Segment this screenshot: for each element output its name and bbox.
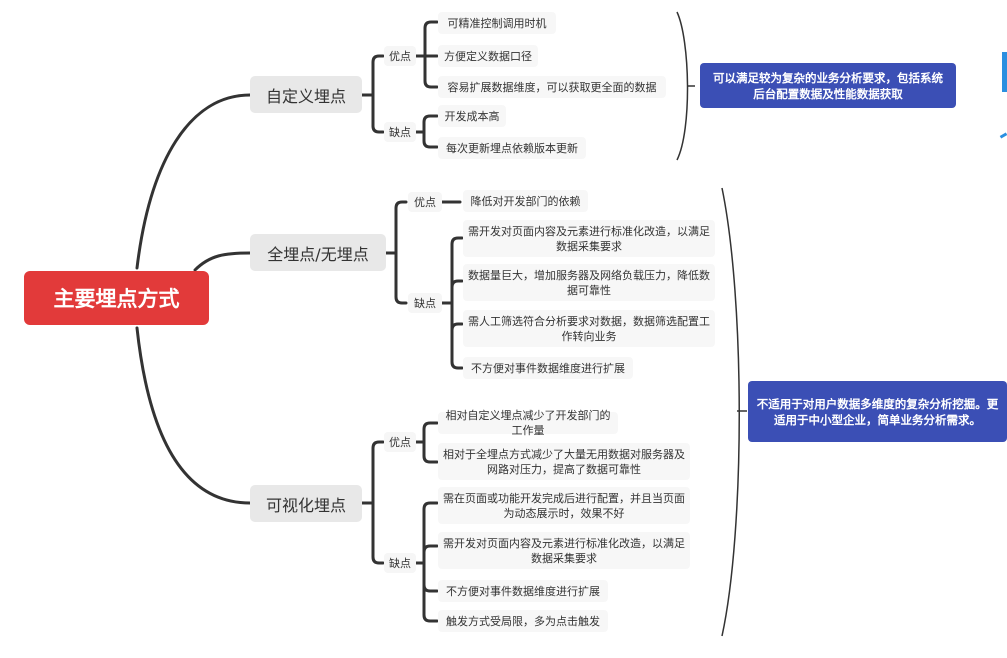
leaf-text: 降低对开发部门的依赖 (470, 194, 581, 208)
leaf-text: 触发方式受局限，多为点击触发 (446, 614, 600, 628)
tag-pros[interactable]: 优点 (384, 46, 416, 66)
tag-pros[interactable]: 优点 (408, 192, 442, 212)
list-item[interactable]: 不方便对事件数据维度进行扩展 (438, 580, 608, 602)
list-item[interactable]: 相对于全埋点方式减少了大量无用数据对服务器及网路对压力，提高了数据可靠性 (438, 443, 690, 480)
tag-cons[interactable]: 缺点 (384, 553, 416, 573)
leaf-text: 相对自定义埋点减少了开发部门的工作量 (445, 409, 611, 437)
branch-full[interactable]: 全埋点/无埋点 (250, 234, 386, 271)
branch-label: 自定义埋点 (265, 86, 346, 106)
list-item[interactable]: 需开发对页面内容及元素进行标准化改造，以满足数据采集要求 (438, 532, 690, 569)
list-item[interactable]: 需人工筛选符合分析要求对数据，数据筛选配置工作转向业务 (463, 310, 715, 347)
list-item[interactable]: 降低对开发部门的依赖 (463, 190, 588, 212)
branch-label: 全埋点/无埋点 (267, 244, 369, 264)
leaf-text: 容易扩展数据维度，可以获取更全面的数据 (447, 80, 657, 94)
edge-root-full (193, 251, 252, 272)
list-item[interactable]: 方便定义数据口径 (438, 45, 538, 67)
summary-shared[interactable]: 不适用于对用户数据多维度的复杂分析挖掘。更适用于中小型企业，简单业务分析需求。 (748, 381, 1007, 442)
leaf-text: 每次更新埋点依赖版本更新 (446, 141, 578, 155)
leaf-text: 不方便对事件数据维度进行扩展 (446, 584, 600, 598)
branch-custom[interactable]: 自定义埋点 (250, 76, 362, 113)
tag-cons[interactable]: 缺点 (384, 122, 416, 142)
list-item[interactable]: 需在页面或功能开发完成后进行配置，并且当页面为动态展示时，效果不好 (438, 487, 690, 524)
list-item[interactable]: 可精准控制调用时机 (438, 12, 556, 34)
summary-text: 不适用于对用户数据多维度的复杂分析挖掘。更适用于中小型企业，简单业务分析需求。 (756, 396, 999, 427)
leaf-text: 需开发对页面内容及元素进行标准化改造，以满足数据采集要求 (443, 536, 685, 565)
summary-text: 可以满足较为复杂的业务分析要求，包括系统后台配置数据及性能数据获取 (713, 70, 943, 101)
leaf-text: 数据量巨大，增加服务器及网络负载压力，降低数据可靠性 (468, 268, 710, 297)
list-item[interactable]: 数据量巨大，增加服务器及网络负载压力，降低数据可靠性 (463, 264, 715, 301)
list-item[interactable]: 每次更新埋点依赖版本更新 (438, 137, 586, 159)
tag-label: 优点 (389, 50, 411, 63)
leaf-text: 需开发对页面内容及元素进行标准化改造，以满足数据采集要求 (468, 224, 710, 253)
leaf-text: 需在页面或功能开发完成后进行配置，并且当页面为动态展示时，效果不好 (443, 491, 685, 520)
tag-label: 缺点 (389, 557, 411, 570)
tag-label: 优点 (414, 196, 436, 209)
list-item[interactable]: 不方便对事件数据维度进行扩展 (463, 357, 633, 379)
root-node[interactable]: 主要埋点方式 (24, 271, 209, 325)
summary-bracket-shared (721, 187, 740, 637)
tag-label: 缺点 (414, 297, 436, 310)
leaf-text: 可精准控制调用时机 (447, 16, 547, 30)
tag-pros[interactable]: 优点 (384, 432, 416, 452)
partial-blue-shape (1002, 52, 1007, 92)
leaf-text: 方便定义数据口径 (444, 49, 532, 63)
leaf-text: 开发成本高 (444, 109, 500, 123)
edge-root-visual (135, 326, 252, 505)
list-item[interactable]: 触发方式受局限，多为点击触发 (438, 610, 608, 632)
branch-visual[interactable]: 可视化埋点 (250, 485, 362, 522)
tag-cons[interactable]: 缺点 (408, 293, 442, 313)
leaf-text: 不方便对事件数据维度进行扩展 (471, 361, 625, 375)
tag-label: 缺点 (389, 126, 411, 139)
list-item[interactable]: 需开发对页面内容及元素进行标准化改造，以满足数据采集要求 (463, 220, 715, 257)
summary-bracket-1 (676, 11, 689, 161)
leaf-text: 相对于全埋点方式减少了大量无用数据对服务器及网路对压力，提高了数据可靠性 (443, 447, 685, 476)
tag-label: 优点 (389, 436, 411, 449)
summary-custom[interactable]: 可以满足较为复杂的业务分析要求，包括系统后台配置数据及性能数据获取 (700, 63, 956, 108)
edge-root-custom (135, 93, 252, 270)
root-label: 主要埋点方式 (53, 287, 180, 311)
branch-label: 可视化埋点 (265, 495, 346, 515)
leaf-text: 需人工筛选符合分析要求对数据，数据筛选配置工作转向业务 (468, 314, 710, 343)
list-item[interactable]: 开发成本高 (438, 105, 506, 127)
list-item[interactable]: 相对自定义埋点减少了开发部门的工作量 (438, 409, 618, 437)
list-item[interactable]: 容易扩展数据维度，可以获取更全面的数据 (438, 76, 666, 98)
